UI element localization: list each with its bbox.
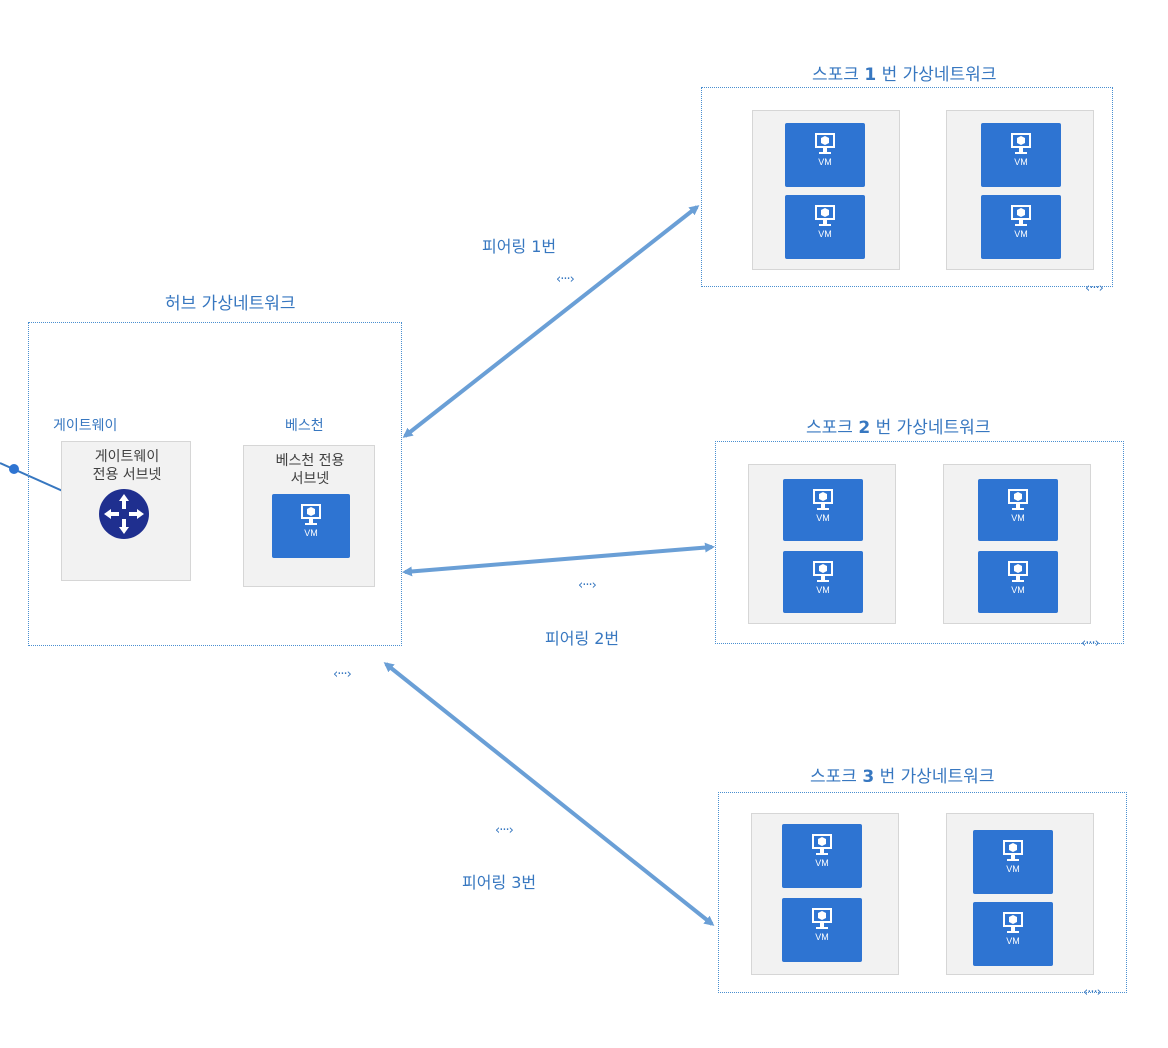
gateway-label: 게이트웨이 — [53, 418, 118, 434]
spoke-1-vm-4: VM — [981, 195, 1061, 259]
peering-arrow-2 — [402, 542, 715, 577]
spoke-1-subnet-a: VM VM — [752, 110, 900, 270]
vm-label: VM — [816, 513, 830, 523]
spoke-3-vm-3: VM — [973, 830, 1053, 894]
peering-2-label: 피어링 2번 — [545, 629, 620, 648]
spoke-2-vnet: VM VM VM VM — [715, 441, 1124, 644]
peering-1-icon: ‹···› — [556, 272, 575, 287]
spoke-3-prefix: 스포크 — [810, 767, 863, 787]
spoke-1-suffix: 번 가상네트워크 — [876, 65, 997, 85]
bastion-vm: VM — [272, 494, 350, 558]
spoke-2-vm-2: VM — [783, 551, 863, 613]
vm-label: VM — [815, 932, 829, 942]
hub-vnet: 게이트웨이 베스천 게이트웨이 전용 서브넷 베스천 전용 서브넷 VM — [28, 322, 402, 646]
spoke-3-suffix: 번 가상네트워크 — [874, 767, 995, 787]
spoke-1-number: 1 — [864, 65, 877, 85]
vm-monitor-icon — [1003, 840, 1023, 861]
spoke-3-vnet-peering-icon: ‹···› — [1083, 985, 1102, 1000]
vm-monitor-icon — [1011, 133, 1031, 154]
gateway-subnet-label: 게이트웨이 전용 서브넷 — [92, 449, 162, 483]
vm-label: VM — [1014, 229, 1028, 239]
spoke-1-title: 스포크 1 번 가상네트워크 — [812, 60, 996, 85]
spoke-3-vm-4: VM — [973, 902, 1053, 966]
vm-label: VM — [818, 229, 832, 239]
spoke-3-vm-1: VM — [782, 824, 862, 888]
spoke-3-subnet-b: VM VM — [946, 813, 1094, 975]
vm-label: VM — [1011, 585, 1025, 595]
vm-monitor-icon — [813, 561, 833, 582]
spoke-2-vm-1: VM — [783, 479, 863, 541]
spoke-3-vm-2: VM — [782, 898, 862, 962]
vm-label: VM — [818, 157, 832, 167]
spoke-1-prefix: 스포크 — [812, 65, 865, 85]
peering-3-icon: ‹···› — [495, 823, 514, 838]
vm-monitor-icon — [812, 834, 832, 855]
peering-3-label: 피어링 3번 — [462, 873, 537, 892]
spoke-2-subnet-a: VM VM — [748, 464, 896, 624]
spoke-2-vm-3: VM — [978, 479, 1058, 541]
vm-monitor-icon — [815, 133, 835, 154]
peering-2-icon: ‹···› — [578, 578, 597, 593]
gateway-connection-dot — [9, 464, 19, 474]
vm-monitor-icon — [1008, 489, 1028, 510]
vm-label: VM — [1006, 864, 1020, 874]
bastion-label: 베스천 — [285, 418, 324, 434]
spoke-2-suffix: 번 가상네트워크 — [870, 418, 991, 438]
peering-arrow-3 — [383, 662, 715, 926]
vm-label: VM — [1014, 157, 1028, 167]
vm-monitor-icon — [813, 489, 833, 510]
spoke-1-vnet-peering-icon: ‹···› — [1085, 281, 1104, 296]
vm-label: VM — [304, 528, 318, 538]
gateway-subnet: 게이트웨이 전용 서브넷 — [61, 441, 191, 581]
spoke-2-vm-4: VM — [978, 551, 1058, 613]
bastion-subnet: 베스천 전용 서브넷 VM — [243, 445, 375, 587]
spoke-2-vnet-peering-icon: ‹···› — [1081, 636, 1100, 651]
vm-monitor-icon — [1011, 205, 1031, 226]
spoke-1-vm-3: VM — [981, 123, 1061, 187]
peering-1-label: 피어링 1번 — [482, 237, 557, 256]
spoke-3-subnet-a: VM VM — [751, 813, 899, 975]
vm-monitor-icon — [1008, 561, 1028, 582]
spoke-3-vnet: VM VM VM VM — [718, 792, 1127, 993]
vm-monitor-icon — [812, 908, 832, 929]
spoke-1-subnet-b: VM VM — [946, 110, 1094, 270]
vm-label: VM — [815, 858, 829, 868]
spoke-3-number: 3 — [862, 767, 875, 787]
spoke-2-title: 스포크 2 번 가상네트워크 — [806, 413, 990, 438]
spoke-2-prefix: 스포크 — [806, 418, 859, 438]
bastion-subnet-label: 베스천 전용 서브넷 — [275, 453, 345, 487]
vm-label: VM — [816, 585, 830, 595]
vm-monitor-icon — [301, 504, 321, 525]
router-icon — [98, 488, 150, 544]
hub-vnet-title: 허브 가상네트워크 — [165, 294, 296, 314]
vm-monitor-icon — [815, 205, 835, 226]
spoke-3-title: 스포크 3 번 가상네트워크 — [810, 762, 994, 787]
peering-arrow-1 — [402, 205, 700, 438]
vm-label: VM — [1011, 513, 1025, 523]
hub-vnet-peering-icon: ‹···› — [333, 667, 352, 682]
spoke-1-vm-2: VM — [785, 195, 865, 259]
spoke-2-subnet-b: VM VM — [943, 464, 1091, 624]
vm-monitor-icon — [1003, 912, 1023, 933]
spoke-1-vm-1: VM — [785, 123, 865, 187]
spoke-2-number: 2 — [858, 418, 871, 438]
spoke-1-vnet: VM VM VM VM — [701, 87, 1113, 287]
vm-label: VM — [1006, 936, 1020, 946]
